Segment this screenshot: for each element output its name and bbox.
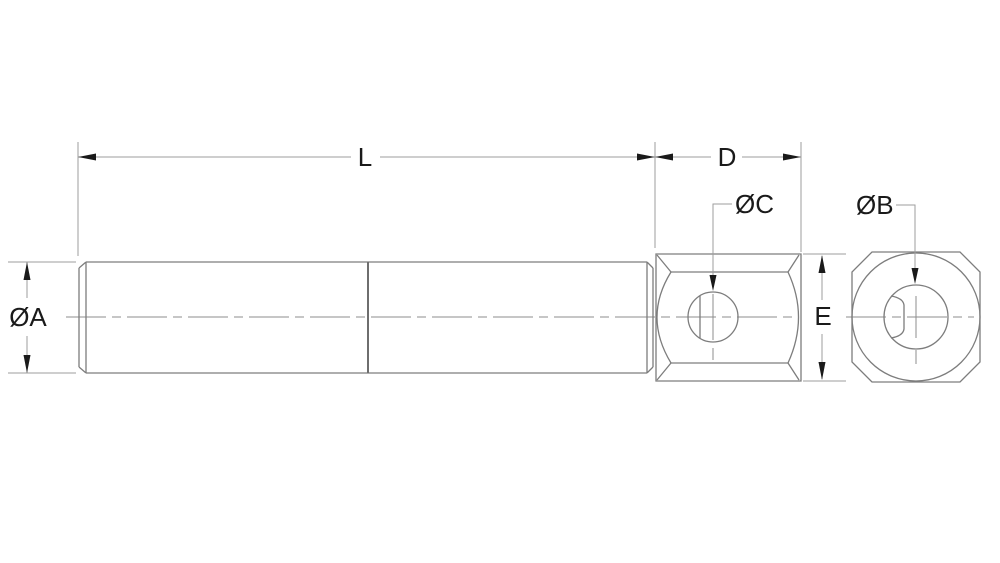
dimension-shaft-length: L <box>77 142 656 256</box>
label-shaft-length: L <box>358 142 372 172</box>
arrowhead-up <box>23 262 31 280</box>
fitting-outer-circle <box>851 252 981 382</box>
leader-cross-hole-diameter: ØC <box>709 189 774 291</box>
label-cross-hole-diameter: ØC <box>735 189 774 219</box>
arrowhead-right <box>637 153 655 161</box>
label-fitting-width: D <box>718 142 737 172</box>
arrowhead-down <box>709 275 717 291</box>
arrowhead-up <box>818 255 826 273</box>
arrowhead-left <box>655 153 673 161</box>
arrowhead-left <box>78 153 96 161</box>
fitting-end-view <box>851 251 981 383</box>
dimension-fitting-outer-diameter: E <box>803 253 846 382</box>
bore-circle <box>883 284 949 350</box>
fitting-side-view <box>655 253 802 382</box>
label-bore-diameter: ØB <box>856 190 894 220</box>
dimension-fitting-width: D <box>655 142 802 252</box>
arrowhead-right <box>783 153 801 161</box>
label-shaft-diameter: ØA <box>9 302 47 332</box>
octagon-outline <box>851 251 981 383</box>
dimension-shaft-diameter: ØA <box>8 261 76 374</box>
shaft-side-view <box>78 261 654 374</box>
leader-bore-diameter: ØB <box>856 190 919 284</box>
arrowhead-down <box>23 355 31 373</box>
arrowhead-down <box>911 268 919 284</box>
cross-hole-intersection-edge <box>890 295 905 339</box>
cross-hole-circle <box>687 291 739 343</box>
arrowhead-down <box>818 362 826 380</box>
label-fitting-outer-diameter: E <box>814 301 831 331</box>
